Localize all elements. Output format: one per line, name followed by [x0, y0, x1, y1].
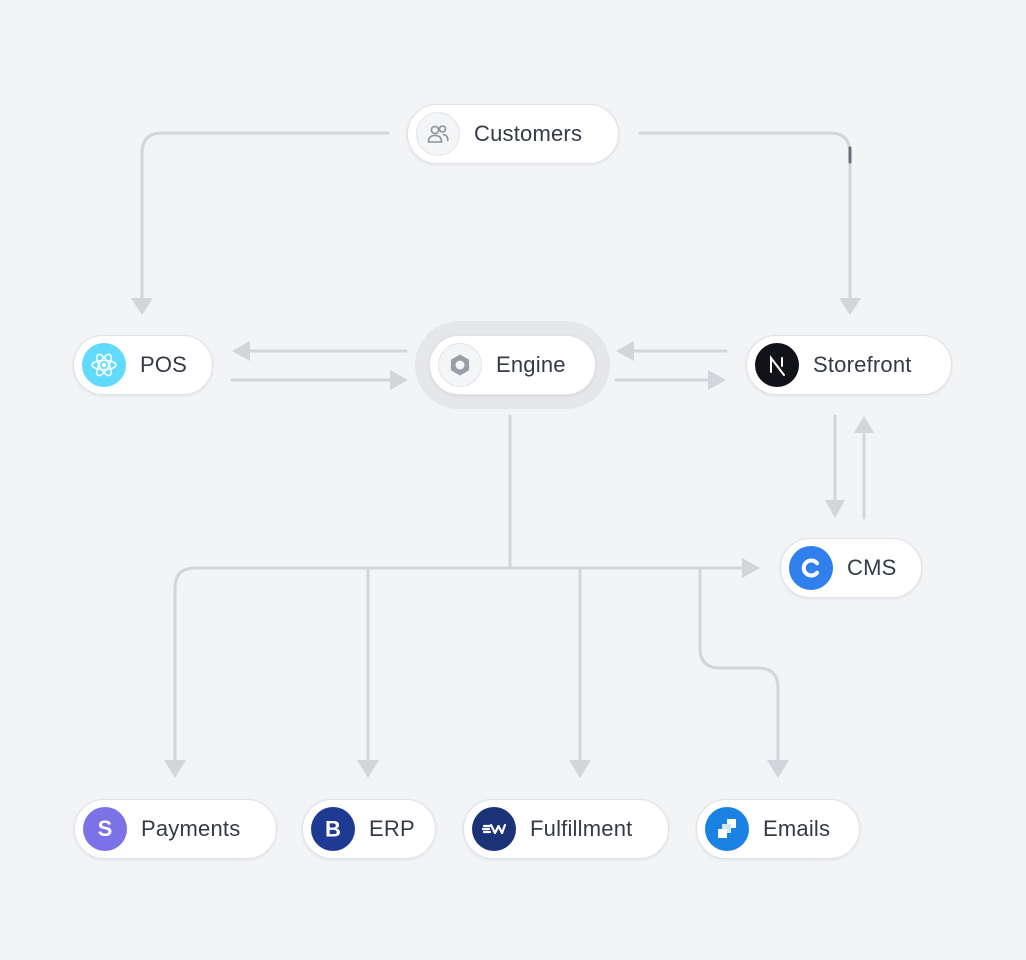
node-erp[interactable]: B ERP: [302, 799, 436, 859]
node-label: Engine: [496, 352, 566, 377]
users-icon: [416, 112, 460, 156]
svg-text:S: S: [98, 816, 113, 841]
arrowhead-pos-left: [232, 341, 250, 361]
arrowhead-pos: [131, 298, 153, 315]
arrowhead-cms-down: [825, 500, 845, 518]
arrowhead-cms: [742, 558, 760, 578]
hexagon-icon: [438, 343, 482, 387]
arrowhead-storefront: [839, 298, 861, 315]
arrowhead-erp: [357, 760, 379, 778]
arrowhead-emails: [767, 760, 789, 778]
arrowhead-payments: [164, 760, 186, 778]
arrowhead-storefront-right: [708, 370, 726, 390]
node-engine[interactable]: Engine: [429, 335, 596, 395]
node-storefront[interactable]: Storefront: [746, 335, 952, 395]
arrowhead-engine-left: [390, 370, 408, 390]
shipbob-icon: [472, 807, 516, 851]
node-label: Storefront: [813, 352, 912, 377]
node-label: Payments: [141, 816, 241, 841]
node-cms[interactable]: CMS: [780, 538, 922, 598]
edge-customers-pos: [140, 131, 390, 300]
node-label: POS: [140, 352, 188, 377]
edge-engine-emails: [698, 566, 780, 762]
contentful-c-icon: [789, 546, 833, 590]
node-label: ERP: [369, 816, 415, 841]
node-label: Fulfillment: [530, 816, 633, 841]
react-icon: [82, 343, 126, 387]
stripe-s-icon: S: [83, 807, 127, 851]
node-payments[interactable]: S Payments: [74, 799, 277, 859]
b-icon: B: [311, 807, 355, 851]
arrowhead-fulfillment: [569, 760, 591, 778]
node-customers[interactable]: Customers: [407, 104, 619, 164]
node-label: Customers: [474, 121, 583, 146]
node-label: Emails: [763, 816, 831, 841]
arrowhead-storefront-up: [854, 416, 874, 433]
node-pos[interactable]: POS: [73, 335, 213, 395]
node-label: CMS: [847, 555, 897, 580]
edge-engine-payments: [173, 566, 512, 762]
edge-customers-storefront: [638, 131, 852, 300]
node-emails[interactable]: Emails: [696, 799, 860, 859]
sendgrid-icon: [705, 807, 749, 851]
node-fulfillment[interactable]: Fulfillment: [463, 799, 669, 859]
svg-text:B: B: [325, 817, 341, 842]
arrowhead-engine-right: [616, 341, 634, 361]
next-icon: [755, 343, 799, 387]
